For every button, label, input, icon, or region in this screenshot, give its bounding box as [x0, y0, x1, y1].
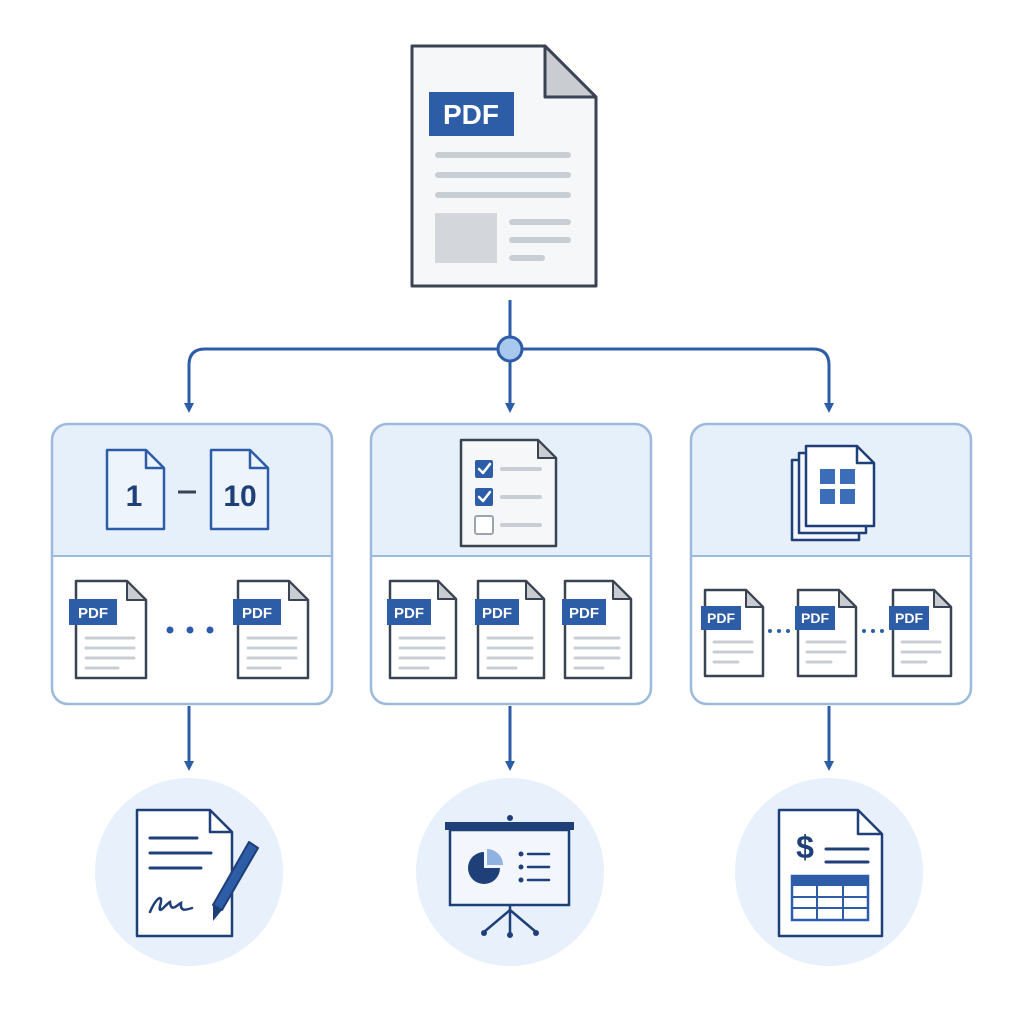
output-pdf-icon: PDF [701, 588, 765, 678]
ellipsis-dots [166, 626, 214, 634]
panel-split-by-pages: PDF PDF PDF [689, 422, 973, 706]
pen-icon [212, 841, 259, 921]
panel-split-by-selection: PDF PDF PDF [369, 422, 653, 706]
invoice-spreadsheet-icon: $ [777, 808, 884, 938]
output-pdf-icon: PDF [475, 579, 546, 680]
ellipsis-dots [768, 629, 790, 633]
output-pdf-icon: PDF [562, 579, 633, 680]
output-pdf-icon: PDF [795, 588, 858, 678]
output-pdf-label: PDF [801, 610, 829, 626]
output-pdf-label: PDF [895, 610, 923, 626]
result-invoice-spreadsheet: $ [735, 778, 923, 966]
output-pdf-label: PDF [78, 605, 108, 622]
output-pdf-label: PDF [707, 610, 735, 626]
split-connectors [184, 300, 834, 771]
output-pdf-icon: PDF [233, 579, 310, 680]
source-pdf-document: PDF [410, 44, 598, 288]
source-pdf-badge [429, 92, 514, 136]
output-pdf-icon: PDF [69, 579, 148, 680]
checklist-icon [459, 438, 558, 548]
output-pdf-label: PDF [482, 605, 512, 622]
output-pdf-icon: PDF [889, 588, 953, 678]
output-pdf-label: PDF [394, 605, 424, 622]
signed-document-icon [135, 808, 259, 938]
output-pdf-icon: PDF [387, 579, 458, 680]
panel-split-by-range: 1 10 PDF PDF [50, 422, 334, 706]
range-start-label: 1 [126, 480, 143, 513]
stacked-pages-grid-icon [790, 444, 876, 542]
source-image-block [435, 213, 497, 263]
source-text-lines [435, 152, 571, 261]
range-end-page-icon: 10 [209, 448, 270, 531]
ellipsis-dots [862, 629, 884, 633]
split-node [496, 335, 524, 363]
output-pdf-label: PDF [242, 605, 272, 622]
result-presentation [416, 778, 604, 966]
source-pdf-badge-label: PDF [443, 99, 499, 130]
result-signed-document [95, 778, 283, 966]
spreadsheet-table-icon [790, 874, 870, 922]
range-end-label: 10 [223, 480, 256, 513]
range-start-page-icon: 1 [105, 448, 166, 531]
dollar-sign-icon: $ [796, 829, 814, 865]
presentation-icon [445, 815, 574, 938]
output-pdf-label: PDF [569, 605, 599, 622]
